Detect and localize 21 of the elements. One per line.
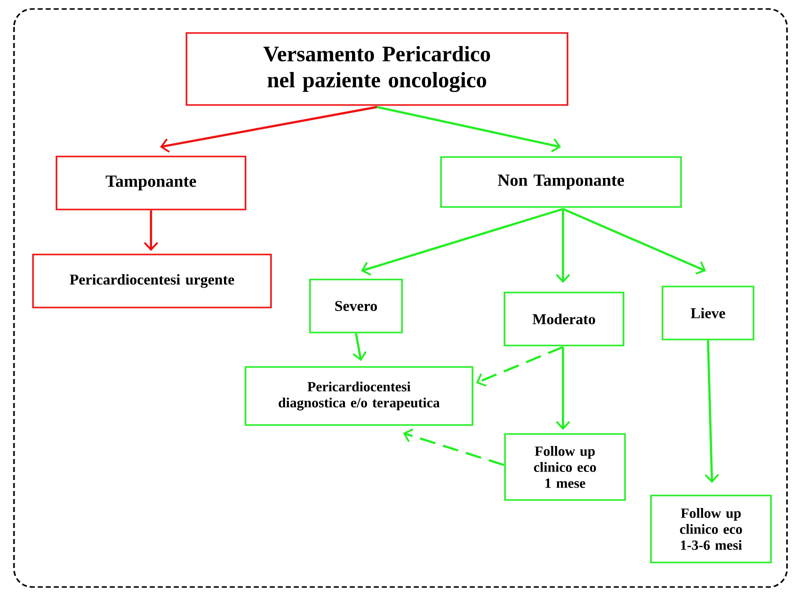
flow-box: Severo	[309, 278, 403, 334]
arrow	[361, 208, 564, 276]
flow-box: Follow up clinico eco 1-3-6 mesi	[650, 494, 772, 564]
arrow	[160, 106, 378, 153]
arrow	[403, 428, 504, 466]
arrow	[556, 209, 570, 283]
arrow	[704, 340, 719, 483]
flow-box: Tamponante	[56, 156, 246, 210]
arrow	[352, 333, 367, 361]
flow-box: Lieve	[662, 286, 754, 340]
arrow	[144, 210, 158, 251]
flow-box: Moderato	[504, 292, 624, 346]
flow-box: Pericardiocentesi diagnostica e/o terapeutica	[244, 366, 474, 426]
arrow	[476, 346, 564, 387]
arrow	[376, 106, 561, 152]
arrow	[556, 347, 570, 430]
flow-box: Versamento Pericardico nel paziente oncologico	[186, 32, 568, 106]
flow-box: Non Tamponante	[440, 156, 682, 208]
arrow	[562, 208, 706, 274]
flow-box: Follow up clinico eco 1 mese	[504, 433, 626, 501]
flow-box: Pericardiocentesi urgente	[32, 254, 272, 308]
